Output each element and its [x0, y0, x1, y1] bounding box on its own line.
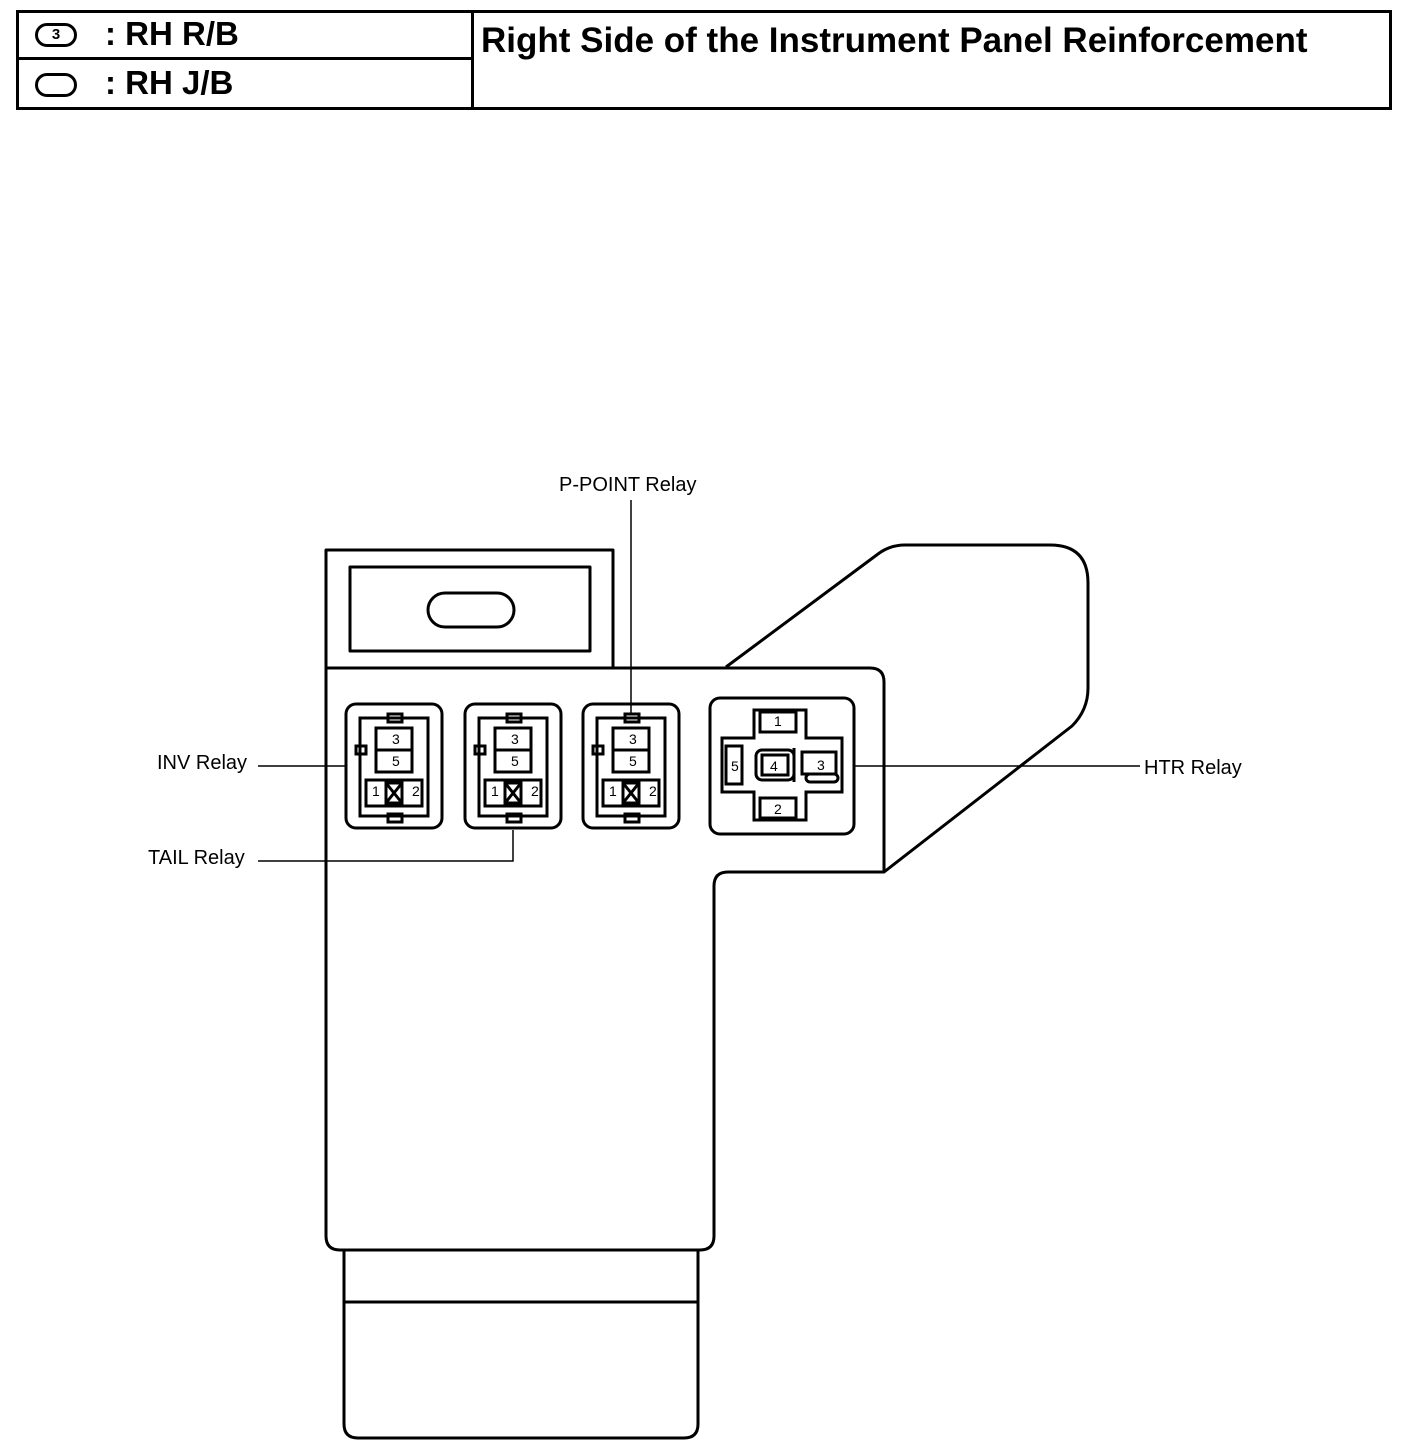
top-window — [348, 565, 592, 653]
tail-terminal-2: 2 — [531, 783, 539, 799]
ppoint-relay-label: P-POINT Relay — [559, 474, 697, 496]
legend-label-rb: : RH R/B — [105, 15, 239, 52]
ppoint-terminal-3: 3 — [629, 731, 637, 747]
tail-terminal-3: 3 — [511, 731, 519, 747]
tail-relay-socket — [463, 702, 563, 830]
page-title: Right Side of the Instrument Panel Reinf… — [481, 21, 1308, 60]
ppoint-terminal-2: 2 — [649, 783, 657, 799]
inv-terminal-2: 2 — [412, 783, 420, 799]
htr-terminal-5: 5 — [731, 758, 739, 774]
tail-terminal-5: 5 — [511, 753, 519, 769]
legend-column: 3 : RH R/B : RH J/B — [19, 13, 474, 107]
legend-label-jb: : RH J/B — [105, 64, 234, 101]
legend-row-jb: : RH J/B — [19, 60, 471, 107]
bottom-connector-outline — [342, 1250, 700, 1440]
ppoint-terminal-5: 5 — [629, 753, 637, 769]
inv-terminal-3: 3 — [392, 731, 400, 747]
htr-terminal-3: 3 — [817, 757, 825, 773]
legend-row-rb: 3 : RH R/B — [19, 13, 471, 60]
header-table: 3 : RH R/B : RH J/B Right Side of the In… — [16, 10, 1392, 110]
inv-terminal-5: 5 — [392, 753, 400, 769]
htr-terminal-4: 4 — [770, 758, 778, 774]
inv-relay-label: INV Relay — [157, 752, 248, 774]
tail-terminal-1: 1 — [491, 783, 499, 799]
htr-terminal-1: 1 — [774, 713, 782, 729]
htr-relay-label: HTR Relay — [1144, 757, 1242, 779]
top-slot — [426, 591, 516, 629]
tail-relay-label: TAIL Relay — [148, 847, 245, 869]
inv-relay-socket — [344, 702, 444, 830]
connector-badge-icon: 3 — [35, 23, 77, 47]
block-main-outline — [324, 666, 886, 1252]
connector-blank-badge-icon — [35, 73, 77, 97]
block-wing-outline — [725, 543, 1090, 874]
inv-terminal-1: 1 — [372, 783, 380, 799]
htr-relay-socket — [708, 696, 856, 836]
ppoint-terminal-1: 1 — [609, 783, 617, 799]
htr-terminal-2: 2 — [774, 801, 782, 817]
tail-leader-line — [258, 830, 514, 862]
